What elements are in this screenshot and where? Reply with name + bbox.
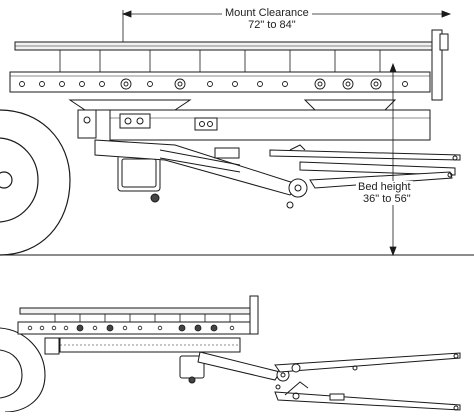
cab-bracket: [77, 109, 97, 139]
boom-arm: [94, 139, 308, 209]
upper-view: [0, 10, 474, 257]
mount-clearance-title: Mount Clearance: [225, 7, 309, 19]
bed-height-label: Bed height 36" to 56": [356, 181, 413, 205]
frame-rail-icon: [9, 71, 431, 93]
bed-height-dimension: [389, 62, 397, 257]
bed-height-title: Bed height: [358, 181, 411, 193]
wheel-lift-arm-raised: [274, 352, 461, 373]
frame-rail-icon: [17, 321, 251, 335]
deck: [19, 295, 259, 335]
bed-height-value: 36" to 56": [363, 193, 411, 205]
lower-view: [0, 295, 461, 413]
boom-arm: [197, 351, 290, 390]
wheel-lift-arm: [269, 144, 461, 189]
mount-clearance-label: Mount Clearance 72" to 84": [222, 7, 312, 31]
wheel-lift-arm-lowered: [274, 381, 461, 411]
hydraulic-cylinder-icon: [109, 139, 161, 203]
subframe: [68, 99, 431, 141]
wheel-icon: [0, 327, 46, 413]
wheel-icon: [0, 109, 71, 256]
subframe: [44, 337, 241, 355]
mount-clearance-value: 72" to 84": [248, 19, 296, 31]
deck: [14, 29, 449, 101]
